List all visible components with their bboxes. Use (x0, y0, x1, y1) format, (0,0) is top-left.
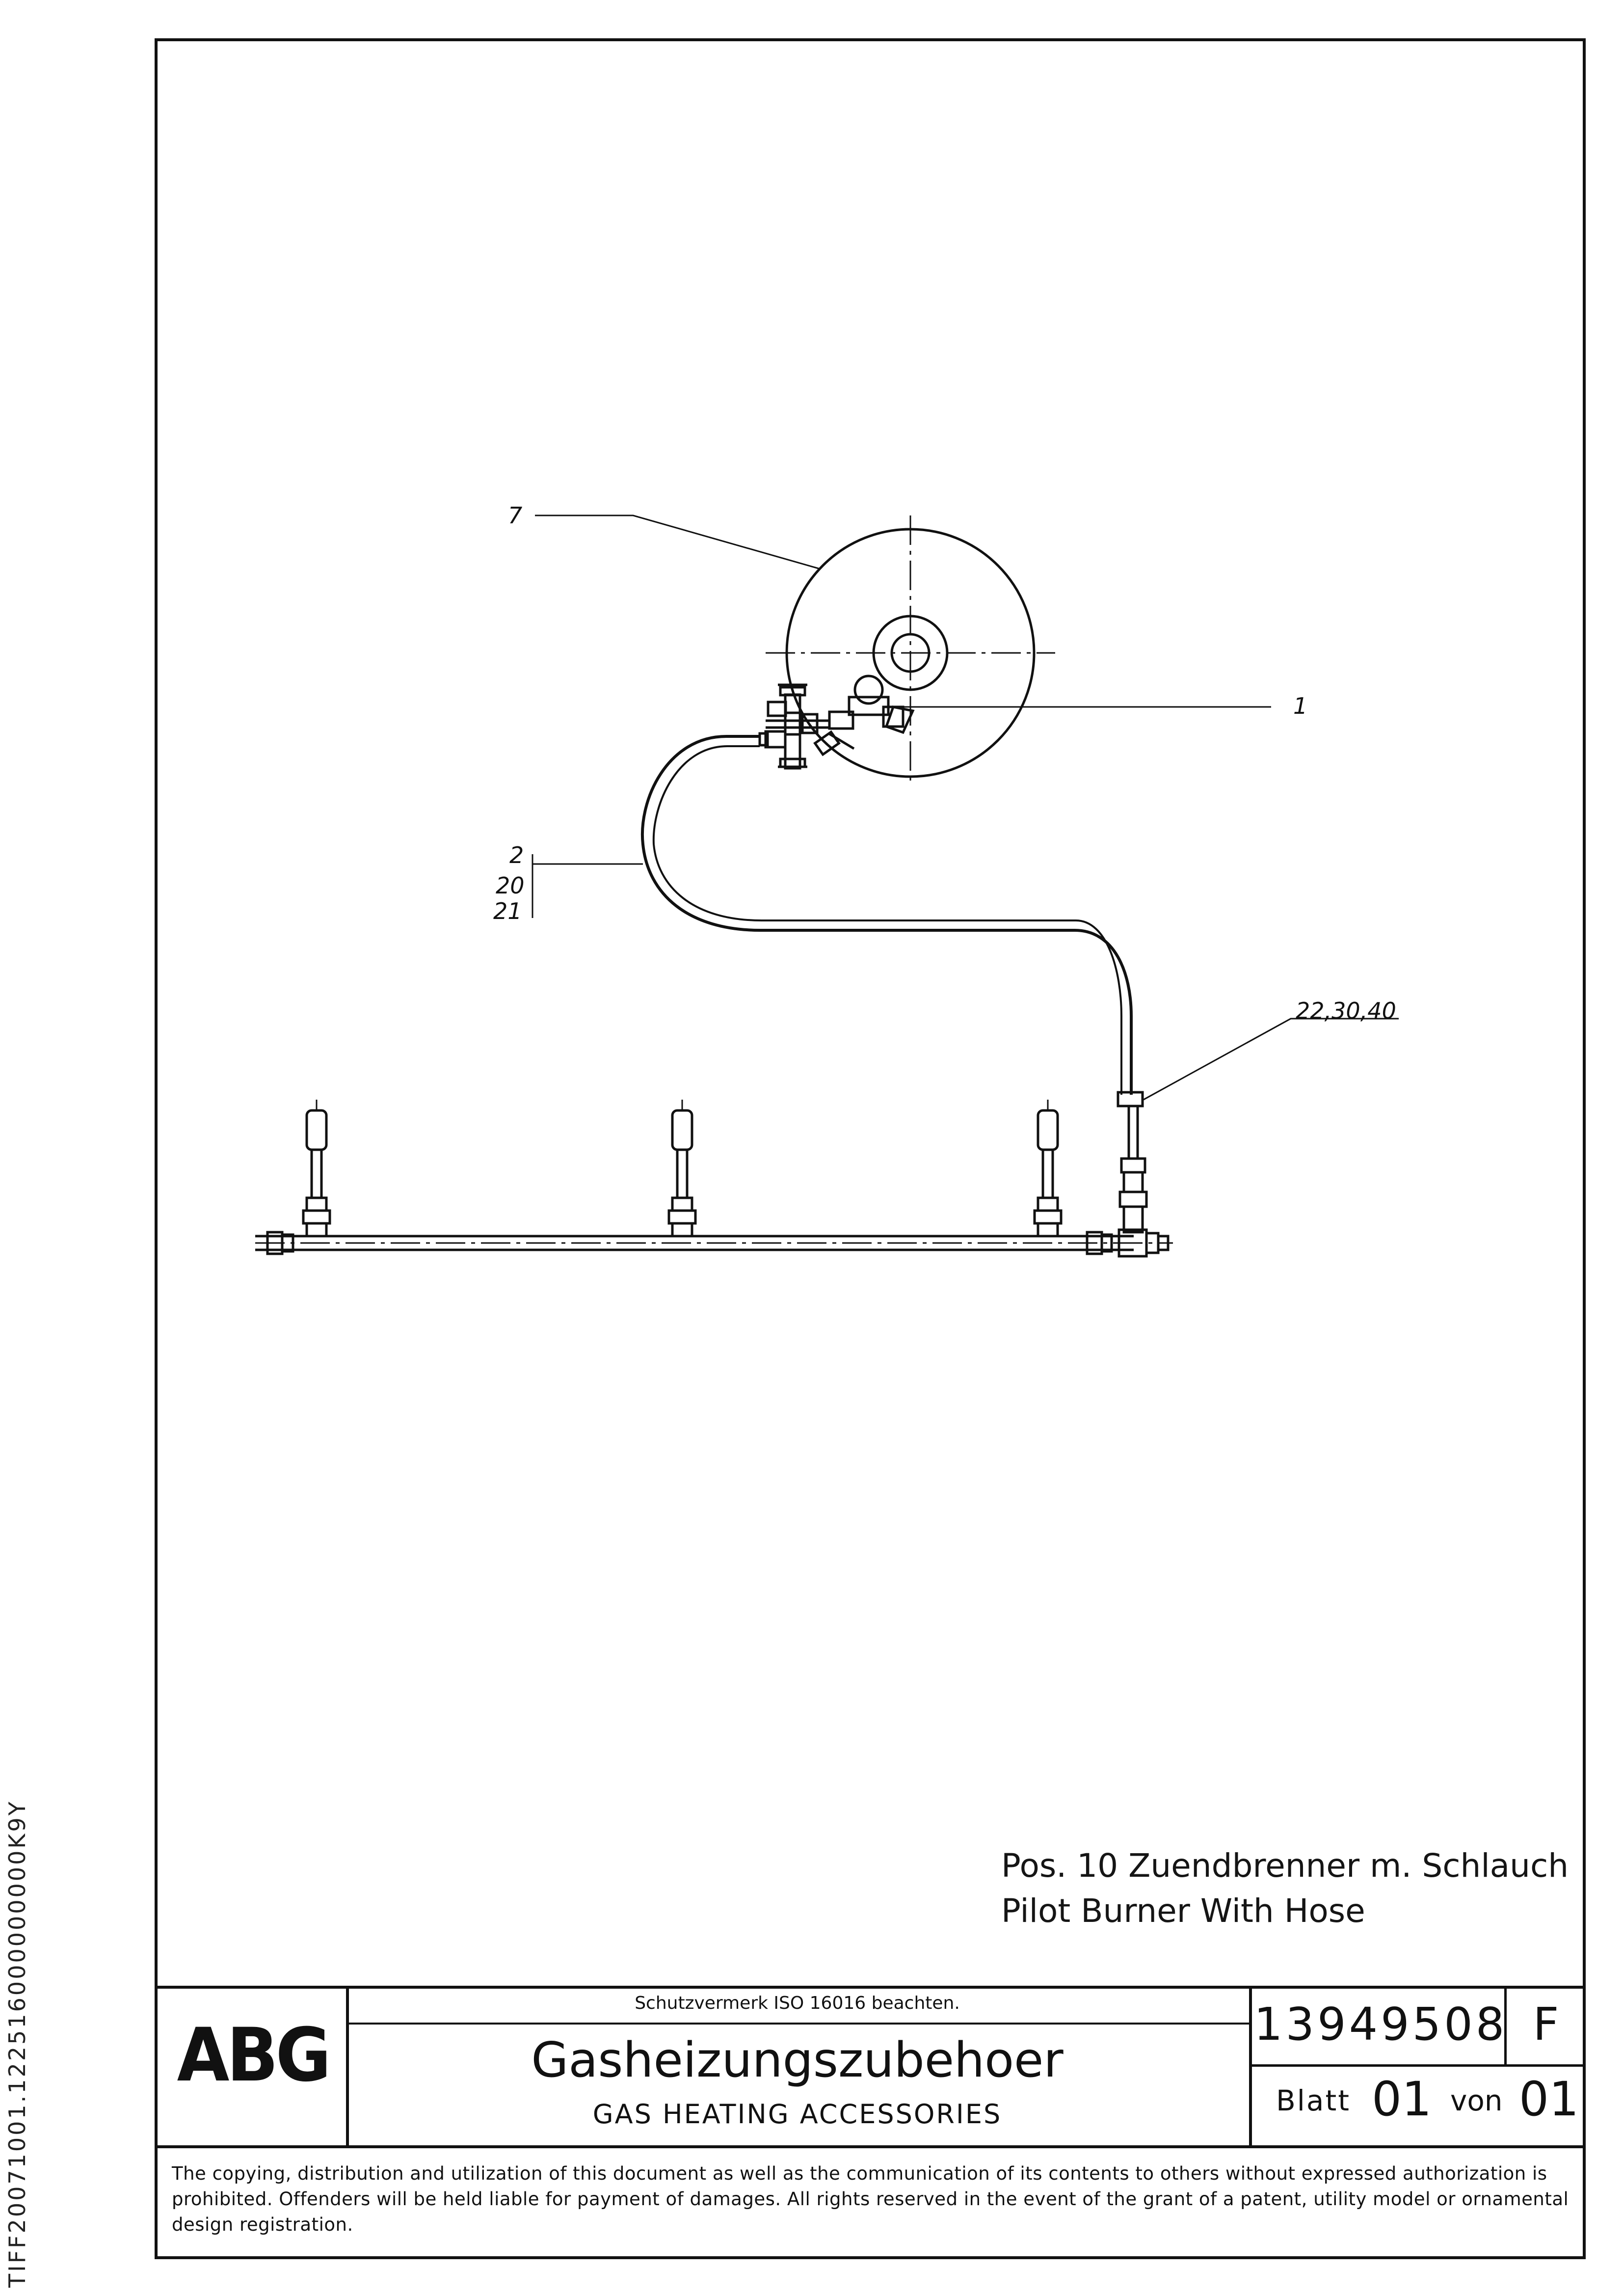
docno-rule (1249, 2064, 1586, 2067)
burner-nozzle-3 (1033, 1100, 1063, 1238)
burner-manifold (255, 1228, 1173, 1258)
title-german: Gasheizungszubehoer (531, 2032, 1064, 2088)
regulator-assembly (758, 675, 915, 770)
title-block-top-rule (155, 1986, 1586, 1989)
document-number: 13949508 (1254, 1998, 1508, 2051)
abg-logo: ABG (177, 2013, 331, 2098)
of-label: von (1450, 2084, 1503, 2117)
pos-label-22-30-40: 22,30,40 (1296, 998, 1396, 1024)
rev-divider (1504, 1986, 1507, 2065)
pos-label-7: 7 (508, 502, 522, 529)
title-english: GAS HEATING ACCESSORIES (592, 2099, 1002, 2130)
sheet-label: Blatt (1276, 2084, 1351, 2117)
logo-divider (346, 1986, 349, 2145)
pos-label-1: 1 (1293, 693, 1307, 719)
sheet-number: 01 (1372, 2072, 1432, 2127)
side-code-text: TIFF20071001.122516000000000K9Y (4, 1800, 30, 2288)
sheets-total: 01 (1519, 2072, 1579, 2127)
gas-hose (641, 735, 1133, 1095)
pos-label-2: 2 (509, 842, 524, 868)
side-code: TIFF20071001.122516000000000K9Y (0, 1777, 30, 2296)
drawing-caption: Pos. 10 Zuendbrenner m. Schlauch Pilot B… (1001, 1843, 1569, 1934)
drawing-frame (155, 38, 1586, 2259)
protection-notice: Schutzvermerk ISO 16016 beachten. (635, 1993, 960, 2013)
pilot-fitting (1120, 1157, 1146, 1174)
pos-label-21: 21 (493, 898, 522, 924)
leader-7 (535, 514, 819, 569)
notice-rule (346, 2023, 1249, 2025)
copyright-notice: The copying, distribution and utilizatio… (172, 2163, 1569, 2235)
pos-label-20: 20 (496, 872, 525, 899)
title-block-bottom-rule (155, 2145, 1586, 2148)
hose-clamp (1117, 1091, 1144, 1107)
burner-nozzle-1 (302, 1100, 331, 1238)
caption-line-en: Pilot Burner With Hose (1001, 1892, 1365, 1930)
caption-line-de: Pos. 10 Zuendbrenner m. Schlauch (1001, 1847, 1569, 1885)
burner-nozzle-2 (667, 1100, 697, 1238)
leader-22 (1143, 1018, 1399, 1101)
revision-letter: F (1533, 1998, 1559, 2051)
